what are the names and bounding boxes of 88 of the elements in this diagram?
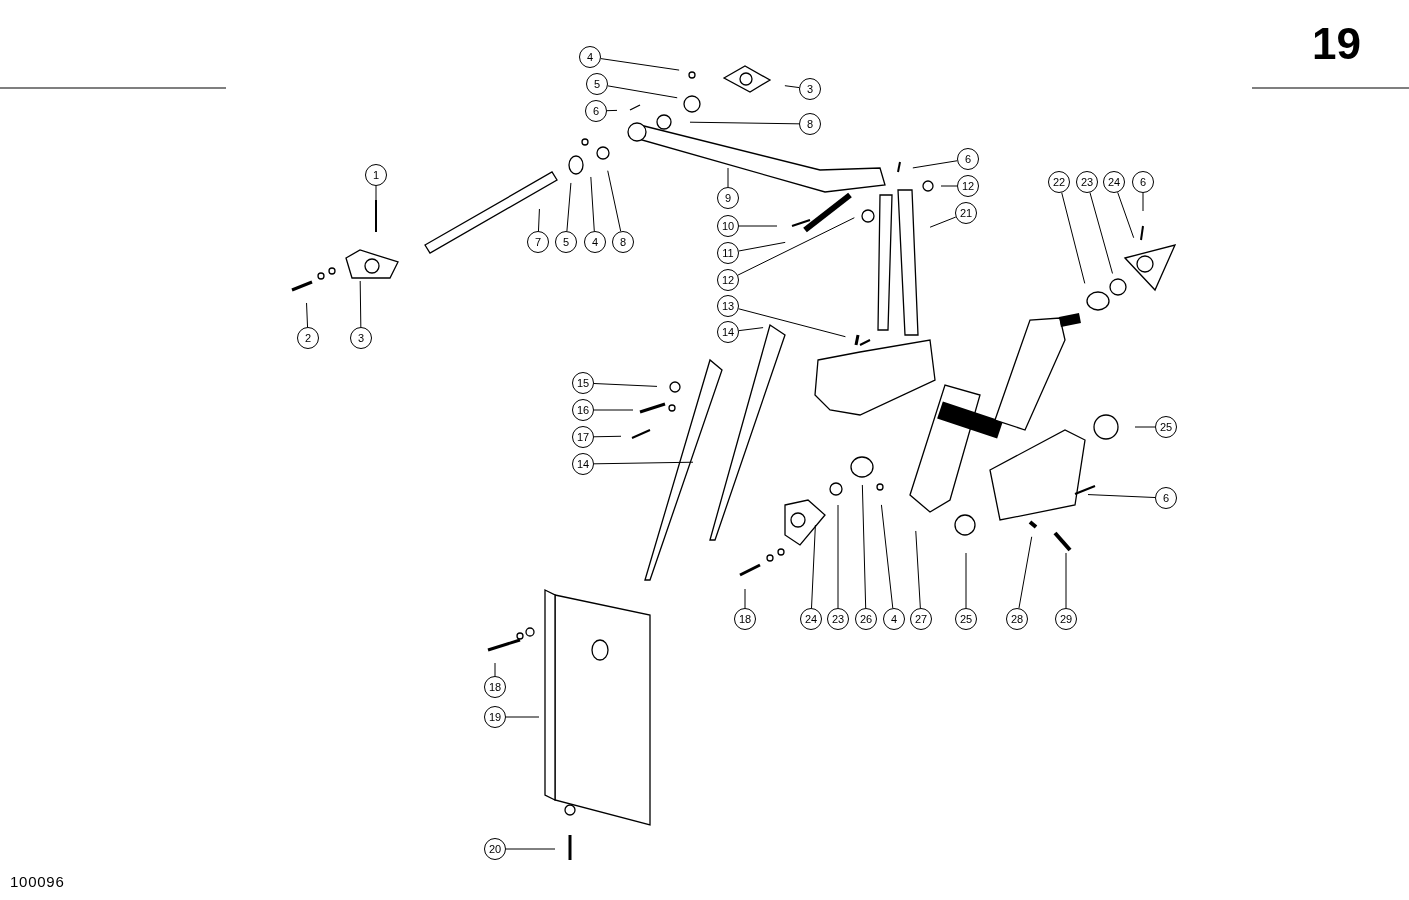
leader-line xyxy=(1117,191,1135,239)
leader-line xyxy=(880,504,894,609)
callout-number: 10 xyxy=(717,215,739,237)
callout-number: 12 xyxy=(957,175,979,197)
callout-number: 26 xyxy=(855,608,877,630)
leader-line xyxy=(1142,192,1144,212)
page-number: 19 xyxy=(1312,22,1361,66)
leader-line xyxy=(1061,192,1086,284)
leader-line xyxy=(929,216,957,228)
callout-number: 5 xyxy=(586,73,608,95)
leader-line xyxy=(965,552,967,609)
callout-number: 5 xyxy=(555,231,577,253)
callout-number: 4 xyxy=(883,608,905,630)
callout-number: 7 xyxy=(527,231,549,253)
callout-number: 20 xyxy=(484,838,506,860)
leader-line xyxy=(915,530,921,609)
callout-number: 8 xyxy=(612,231,634,253)
leader-line xyxy=(727,167,729,188)
leader-line xyxy=(306,302,309,328)
callout-number: 2 xyxy=(297,327,319,349)
leader-line xyxy=(744,588,746,609)
leader-line xyxy=(593,409,634,411)
callout-number: 25 xyxy=(1155,416,1177,438)
callout-number: 13 xyxy=(717,295,739,317)
leader-line xyxy=(607,170,622,232)
leader-line xyxy=(689,121,800,125)
leader-line xyxy=(494,662,496,677)
leader-line xyxy=(738,225,778,227)
leader-line xyxy=(912,160,958,169)
callout-number: 9 xyxy=(717,187,739,209)
leader-line xyxy=(607,85,678,99)
leader-line xyxy=(738,241,786,252)
leader-line xyxy=(1065,552,1067,609)
leader-line xyxy=(359,280,362,328)
callout-number: 25 xyxy=(955,608,977,630)
leader-line xyxy=(784,85,800,89)
callout-number: 24 xyxy=(1103,171,1125,193)
leader-line xyxy=(375,185,377,203)
callout-number: 23 xyxy=(1076,171,1098,193)
callout-number: 8 xyxy=(799,113,821,135)
callout-number: 14 xyxy=(717,321,739,343)
callout-number: 3 xyxy=(799,78,821,100)
callout-number: 3 xyxy=(350,327,372,349)
leader-line xyxy=(1134,426,1156,428)
leader-line xyxy=(590,176,595,232)
leader-line xyxy=(600,58,680,71)
callout-number: 4 xyxy=(579,46,601,68)
callout-number: 1 xyxy=(365,164,387,186)
callout-number: 6 xyxy=(1132,171,1154,193)
callout-number: 14 xyxy=(572,453,594,475)
callout-number: 11 xyxy=(717,242,739,264)
callout-number: 22 xyxy=(1048,171,1070,193)
leader-line xyxy=(1087,494,1156,498)
callout-number: 29 xyxy=(1055,608,1077,630)
callout-number: 4 xyxy=(584,231,606,253)
leader-line xyxy=(738,327,764,332)
callout-number: 15 xyxy=(572,372,594,394)
drawing-number: 100096 xyxy=(10,874,65,889)
leader-line xyxy=(593,461,694,465)
callout-number: 28 xyxy=(1006,608,1028,630)
callout-number: 6 xyxy=(1155,487,1177,509)
callout-number: 24 xyxy=(800,608,822,630)
leader-line xyxy=(737,217,855,276)
leader-line xyxy=(738,308,846,338)
callout-number: 12 xyxy=(717,269,739,291)
callout-number: 19 xyxy=(484,706,506,728)
leader-line xyxy=(538,208,540,232)
leader-line xyxy=(505,716,540,718)
callout-number: 17 xyxy=(572,426,594,448)
callout-number: 21 xyxy=(955,202,977,224)
leader-line xyxy=(566,182,572,232)
leader-line xyxy=(861,484,867,609)
leader-line xyxy=(1089,192,1113,274)
leader-line xyxy=(811,524,816,609)
leader-line xyxy=(593,383,658,387)
callout-number: 6 xyxy=(585,100,607,122)
leader-line xyxy=(837,504,839,609)
leader-line xyxy=(940,185,958,187)
callout-number: 27 xyxy=(910,608,932,630)
callout-number: 16 xyxy=(572,399,594,421)
callout-number: 6 xyxy=(957,148,979,170)
callout-number: 18 xyxy=(734,608,756,630)
leader-line xyxy=(606,109,618,112)
callout-number: 18 xyxy=(484,676,506,698)
callout-number: 23 xyxy=(827,608,849,630)
leader-line xyxy=(1018,536,1033,609)
leader-line xyxy=(593,435,622,438)
leader-line xyxy=(505,848,556,850)
